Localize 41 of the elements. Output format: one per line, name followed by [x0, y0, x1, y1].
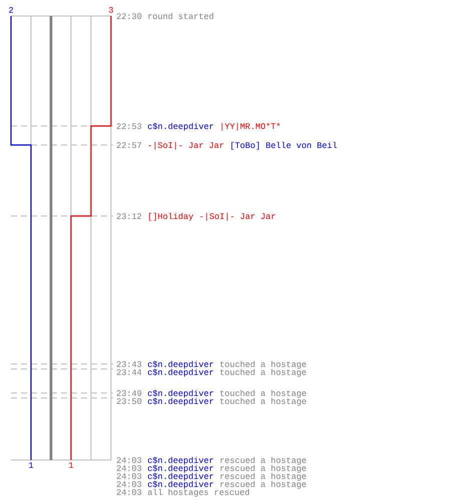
event-text: rescued a hostage	[220, 472, 306, 481]
timestamp: 24:03	[116, 457, 142, 464]
timestamp: 22:53	[116, 123, 142, 130]
event-text: rescued a hostage	[220, 464, 306, 473]
player-count: 3	[108, 6, 114, 13]
player-name: c$n.deepdiver	[148, 456, 214, 465]
event-text: all hostages rescued	[148, 488, 250, 497]
player-name: c$n.deepdiver	[148, 368, 214, 377]
player-name: c$n.deepdiver	[148, 464, 214, 473]
player-count: 2	[9, 7, 13, 13]
player-name: c$n.deepdiver	[148, 398, 214, 406]
event-text: touched a hostage	[220, 368, 306, 377]
player-name: |YY|MR.MO*T*	[222, 122, 280, 131]
timestamp: 23:50	[116, 398, 142, 404]
player-count: 1	[69, 462, 74, 468]
player-name: -|SoI|- Jar Jar	[200, 212, 276, 221]
event-text: rescued a hostage	[220, 480, 306, 489]
player-name: c$n.deepdiver	[148, 360, 214, 369]
timestamp: 24:03	[116, 473, 142, 480]
timestamp: 22:30	[116, 13, 142, 20]
timestamp: 24:03	[116, 481, 142, 488]
player-name: -|SoI|- Jar Jar	[148, 142, 224, 150]
player-name: c$n.deepdiver	[148, 472, 214, 481]
timestamp: 23:44	[116, 369, 142, 376]
event-text: touched a hostage	[220, 390, 306, 398]
timestamp: 22:57	[116, 142, 142, 148]
player-name: c$n.deepdiver	[148, 122, 214, 131]
player-name: [ToBo] Belle von Beil	[231, 142, 337, 150]
player-name: c$n.deepdiver	[148, 480, 214, 489]
player-count: 1	[29, 462, 34, 468]
event-text: touched a hostage	[220, 398, 306, 406]
timestamp: 24:03	[116, 465, 142, 472]
player-name: []Holiday	[149, 212, 194, 221]
event-text: touched a hostage	[220, 360, 306, 369]
timestamp: 23:12	[116, 213, 142, 220]
timestamp: 23:49	[116, 390, 142, 396]
event-text: round started	[148, 12, 214, 20]
event-text: rescued a hostage	[220, 456, 306, 465]
player-name: c$n.deepdiver	[148, 390, 214, 398]
timestamp: 24:03	[116, 489, 142, 496]
timestamp: 23:43	[116, 361, 142, 368]
